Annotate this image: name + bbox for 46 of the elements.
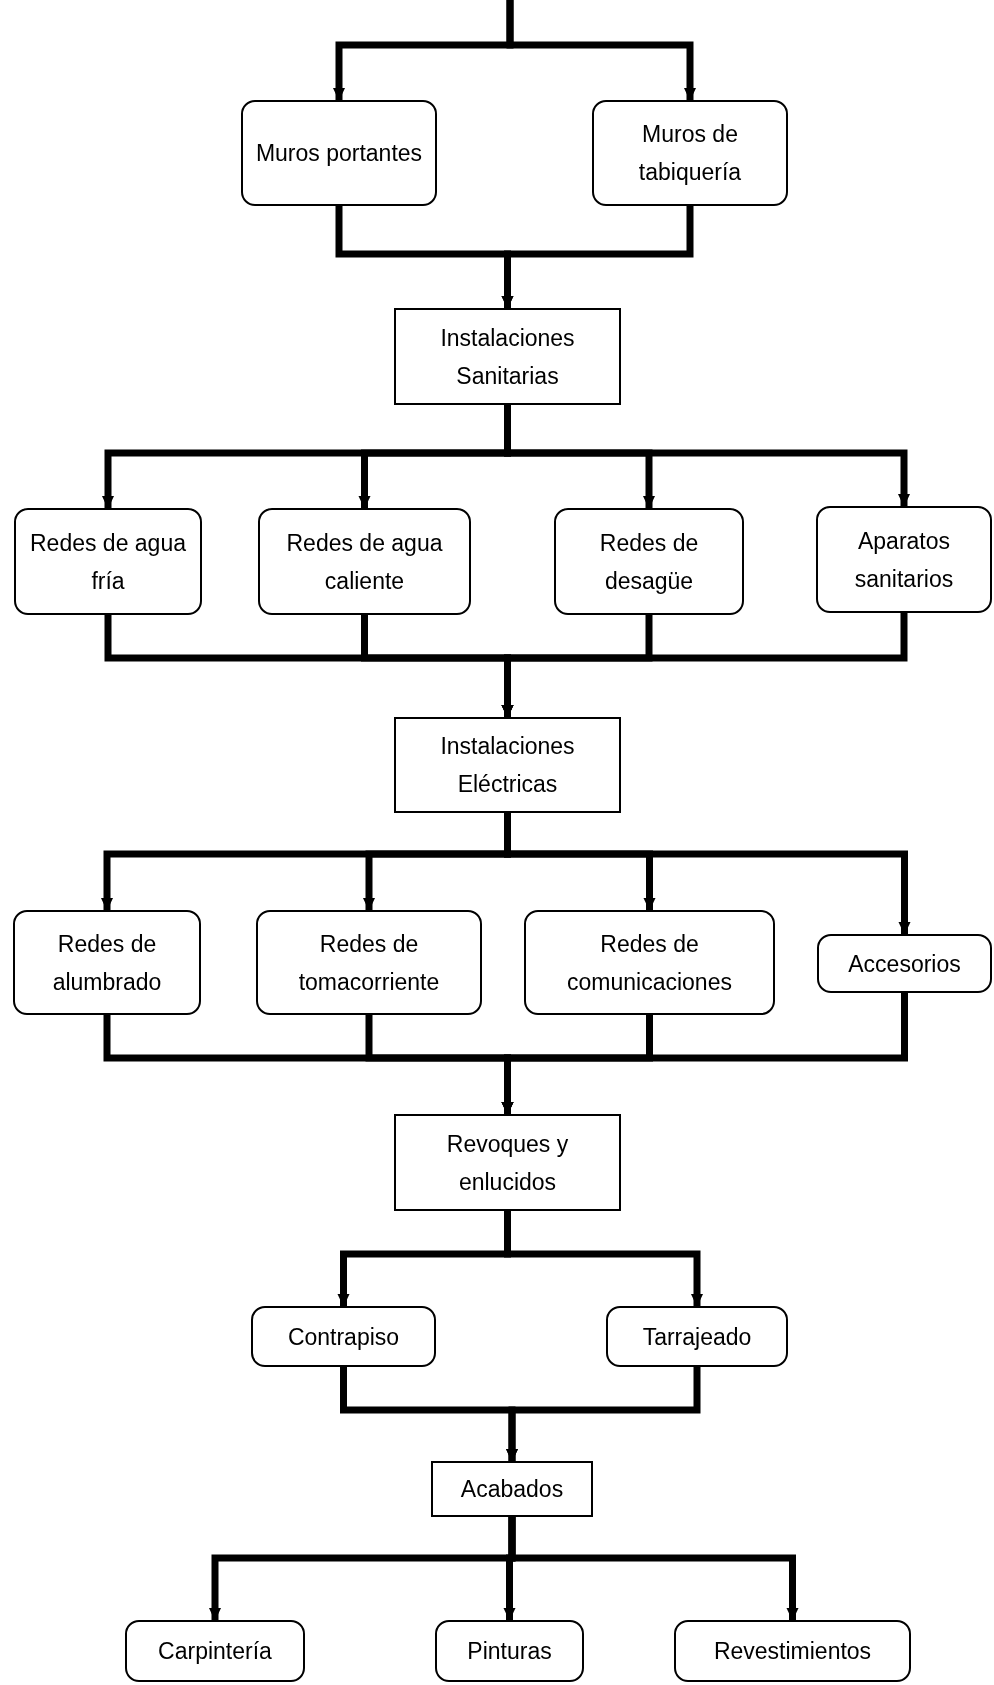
connector-arrow [501, 613, 908, 718]
rounded-box [816, 506, 992, 613]
process-box [394, 717, 621, 813]
node-label: Aparatos sanitarios [853, 526, 955, 594]
rounded-box [258, 508, 471, 615]
rounded-box [125, 1620, 305, 1682]
node-label: Redes de agua fría [29, 528, 187, 596]
process-box [394, 308, 621, 405]
rounded-box [592, 100, 788, 206]
node-label: Pinturas [467, 1637, 552, 1666]
connector-arrow [504, 1211, 703, 1307]
node-label: Accesorios [848, 949, 961, 979]
node-label: Redes de comunicaciones [566, 929, 733, 997]
node-label: Redes de agua caliente [285, 528, 444, 596]
connector-arrow [506, 1367, 701, 1462]
connector-arrow [501, 206, 694, 309]
process-box [394, 1114, 621, 1211]
rounded-box [256, 910, 482, 1015]
rounded-box [554, 508, 744, 615]
rounded-box [14, 508, 202, 615]
rounded-box [817, 934, 992, 993]
node-label: Revestimientos [713, 1637, 872, 1666]
node-label: Muros portantes [255, 139, 423, 168]
node-label: Redes de alumbrado [51, 929, 163, 997]
node-label: Redes de desagüe [598, 528, 700, 596]
connector-arrow [508, 1517, 799, 1621]
rounded-box [524, 910, 775, 1015]
node-label: Redes de tomacorriente [297, 929, 441, 997]
node-label: Tarrajeado [642, 1322, 752, 1352]
connector-arrow [504, 405, 910, 507]
process-box [431, 1461, 593, 1517]
rounded-box [13, 910, 201, 1015]
connector-arrow [506, 0, 696, 101]
rounded-box [251, 1306, 436, 1367]
rounded-box [435, 1620, 584, 1682]
node-label: Carpintería [158, 1637, 272, 1666]
node-label: Instalaciones Eléctricas [439, 732, 576, 799]
node-label: Contrapiso [287, 1322, 400, 1352]
node-label: Muros de tabiquería [637, 120, 743, 187]
rounded-box [241, 100, 437, 206]
connector-arrow [501, 993, 908, 1115]
rounded-box [606, 1306, 788, 1367]
node-label: Instalaciones Sanitarias [439, 323, 576, 391]
rounded-box [674, 1620, 911, 1682]
node-label: Revoques y enlucidos [445, 1129, 570, 1197]
node-label: Acabados [460, 1475, 564, 1504]
